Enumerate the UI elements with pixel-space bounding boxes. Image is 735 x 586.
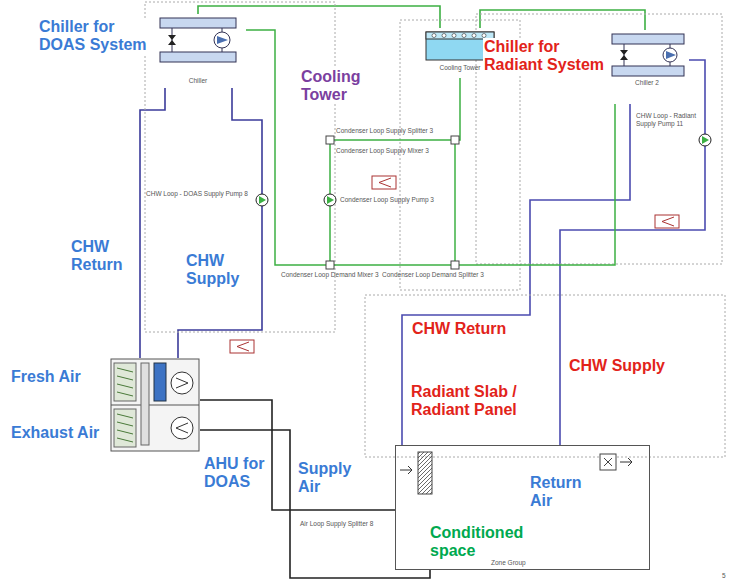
ahu-heading: AHU for DOAS: [203, 455, 271, 491]
page-number: 5: [722, 572, 732, 580]
chiller-heading: Chiller for Radiant System: [483, 38, 607, 74]
ahu-drawing: [111, 359, 199, 451]
pump-symbol: [256, 134, 711, 206]
pipe-connector: [200, 400, 395, 510]
connector-label: CHW Supply: [185, 252, 249, 288]
zone-equipment: [400, 452, 632, 494]
component-name: Condenser Loop Demand Mixer 3: [281, 271, 379, 279]
component-name: Condenser Loop Supply Mixer 3: [336, 147, 451, 155]
terminal-label: Radiant Slab / Radiant Panel: [410, 383, 540, 419]
chiller-icon: [160, 18, 236, 62]
pipe-connector: [178, 88, 262, 358]
pipe-connector: [140, 88, 165, 358]
cooling-tower-heading: Cooling Tower: [300, 68, 392, 104]
splitter-mixer: [326, 136, 459, 269]
component-name: Condenser Loop Demand Splitter 3: [382, 271, 492, 279]
connector-label: CHW Supply: [568, 357, 680, 375]
component-name: CHW Loop - Radiant Supply Pump 11: [636, 112, 700, 127]
component-name: Air Loop Supply Splitter 8: [300, 520, 390, 528]
thermal-zone: Conditioned spaceZone Group: [395, 445, 650, 570]
chiller: Chiller for Radiant SystemChiller 2: [605, 30, 689, 104]
zone-heading: Conditioned space: [429, 524, 536, 560]
setpoint-manager: [230, 176, 679, 353]
connector-label: CHW Return: [70, 238, 134, 274]
air-stream-label: Return Air: [529, 474, 595, 510]
condenser-pipe: [246, 30, 615, 265]
chiller: Chiller for DOAS SystemChiller: [150, 14, 246, 88]
zone-name: Zone Group: [491, 559, 551, 567]
loop-region: [145, 2, 725, 457]
chiller-icon: [612, 34, 684, 76]
air-stream-label: Exhaust Air: [10, 424, 110, 442]
connector-label: CHW Return: [411, 320, 525, 338]
air-handling-unit: AHU for DOAS: [110, 358, 200, 452]
chiller-heading: Chiller for DOAS System: [38, 18, 148, 54]
equipment-name: Chiller 2: [605, 79, 689, 87]
component-name: Condenser Loop Supply Pump 3: [340, 196, 450, 204]
equipment-name: Chiller: [150, 77, 246, 85]
connector-label: Supply Air: [297, 460, 359, 496]
air-stream-label: Fresh Air: [10, 368, 102, 386]
component-name: CHW Loop - DOAS Supply Pump 8: [146, 190, 256, 198]
component-name: Condenser Loop Supply Splitter 3: [336, 127, 451, 135]
pipe-connector: [560, 60, 705, 445]
